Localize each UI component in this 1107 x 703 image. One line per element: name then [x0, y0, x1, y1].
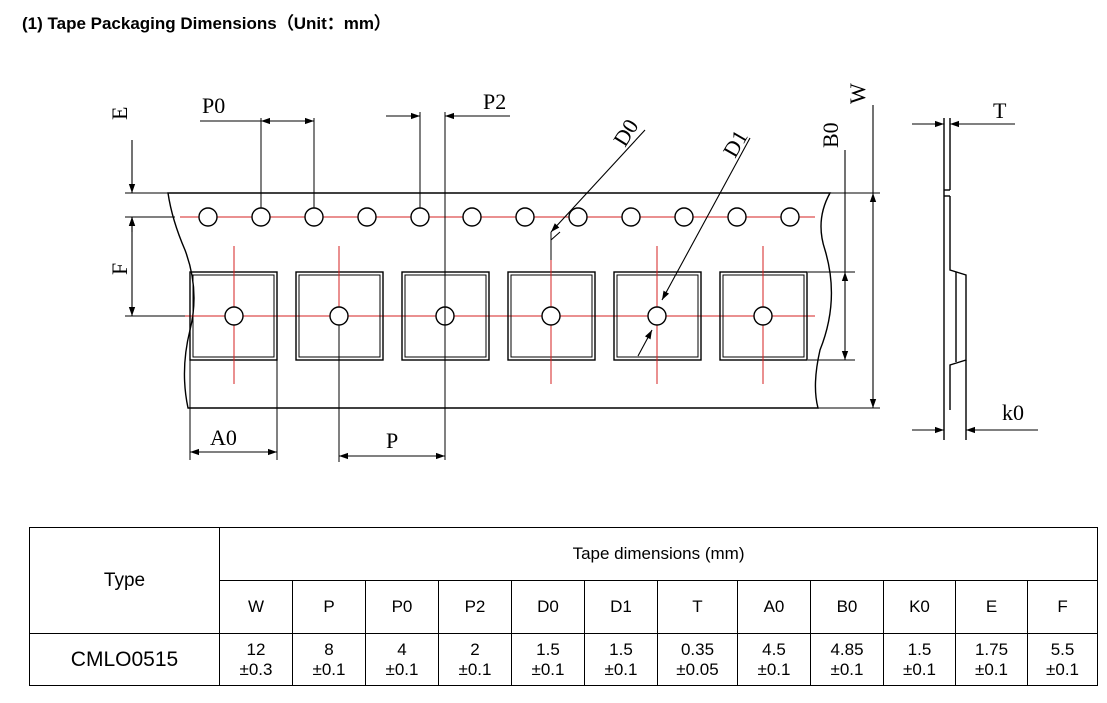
sprocket-hole — [410, 207, 430, 227]
label-A0: A0 — [210, 425, 237, 450]
type-header: Type — [29, 527, 220, 634]
pocket-hole — [329, 306, 349, 326]
value-cell-B0: 4.85±0.1 — [810, 633, 884, 686]
sprocket-hole — [621, 207, 641, 227]
value-cell-A0: 4.5±0.1 — [737, 633, 811, 686]
label-E: E — [107, 107, 132, 120]
label-D1: D1 — [718, 126, 753, 162]
col-header-D1: D1 — [584, 580, 658, 634]
sprocket-hole — [357, 207, 377, 227]
value-cell-W: 12±0.3 — [219, 633, 293, 686]
col-header-A0: A0 — [737, 580, 811, 634]
label-T: T — [993, 98, 1007, 123]
value-cell-K0: 1.5±0.1 — [883, 633, 956, 686]
sprocket-hole — [780, 207, 800, 227]
value-cell-D0: 1.5±0.1 — [511, 633, 585, 686]
col-header-B0: B0 — [810, 580, 884, 634]
col-header-F: F — [1026, 580, 1099, 634]
col-header-K0: K0 — [883, 580, 956, 634]
sprocket-hole — [515, 207, 535, 227]
label-P: P — [386, 428, 398, 453]
value-cell-P: 8±0.1 — [292, 633, 366, 686]
col-header-P0: P0 — [365, 580, 439, 634]
sprocket-hole — [304, 207, 324, 227]
value-cell-D1: 1.5±0.1 — [584, 633, 658, 686]
tape-dimensions-table: Type Tape dimensions (mm) W P P0 P2 D0 D… — [29, 527, 1099, 686]
pocket-hole — [541, 306, 561, 326]
label-D0: D0 — [608, 115, 643, 151]
pocket-hole — [753, 306, 773, 326]
label-k0: k0 — [1002, 400, 1024, 425]
pocket-hole — [224, 306, 244, 326]
dimension-arrows — [128, 105, 1038, 460]
sprocket-hole — [674, 207, 694, 227]
pocket-hole — [647, 306, 667, 326]
type-cell: CMLO0515 — [29, 633, 220, 686]
sprocket-hole — [462, 207, 482, 227]
sprocket-hole — [568, 207, 588, 227]
value-cell-P2: 2±0.1 — [438, 633, 512, 686]
value-cell-F: 5.5±0.1 — [1026, 633, 1099, 686]
label-W: W — [845, 83, 870, 104]
tape-side-view — [943, 118, 967, 440]
value-cell-T: 0.35±0.05 — [657, 633, 738, 686]
label-P2: P2 — [483, 89, 506, 114]
page-title: (1) Tape Packaging Dimensions（Unit：mm） — [22, 14, 392, 33]
sprocket-hole — [251, 207, 271, 227]
label-B0: B0 — [818, 122, 843, 148]
sprocket-hole — [198, 207, 218, 227]
col-header-P: P — [292, 580, 366, 634]
table-row: CMLO0515 12±0.3 8±0.1 4±0.1 2±0.1 1.5±0.… — [29, 633, 1099, 686]
value-cell-P0: 4±0.1 — [365, 633, 439, 686]
group-header: Tape dimensions (mm) — [218, 527, 1099, 581]
col-header-D0: D0 — [511, 580, 585, 634]
col-header-E: E — [955, 580, 1028, 634]
label-F: F — [107, 263, 132, 275]
sprocket-holes — [198, 207, 800, 227]
sprocket-hole — [727, 207, 747, 227]
col-header-W: W — [219, 580, 293, 634]
label-P0: P0 — [202, 93, 225, 118]
value-cell-E: 1.75±0.1 — [955, 633, 1028, 686]
col-header-T: T — [657, 580, 738, 634]
col-header-P2: P2 — [438, 580, 512, 634]
tape-diagram: E P0 P2 D0 D1 B0 W T F A0 P k0 — [107, 83, 1038, 462]
extension-lines — [125, 112, 880, 462]
